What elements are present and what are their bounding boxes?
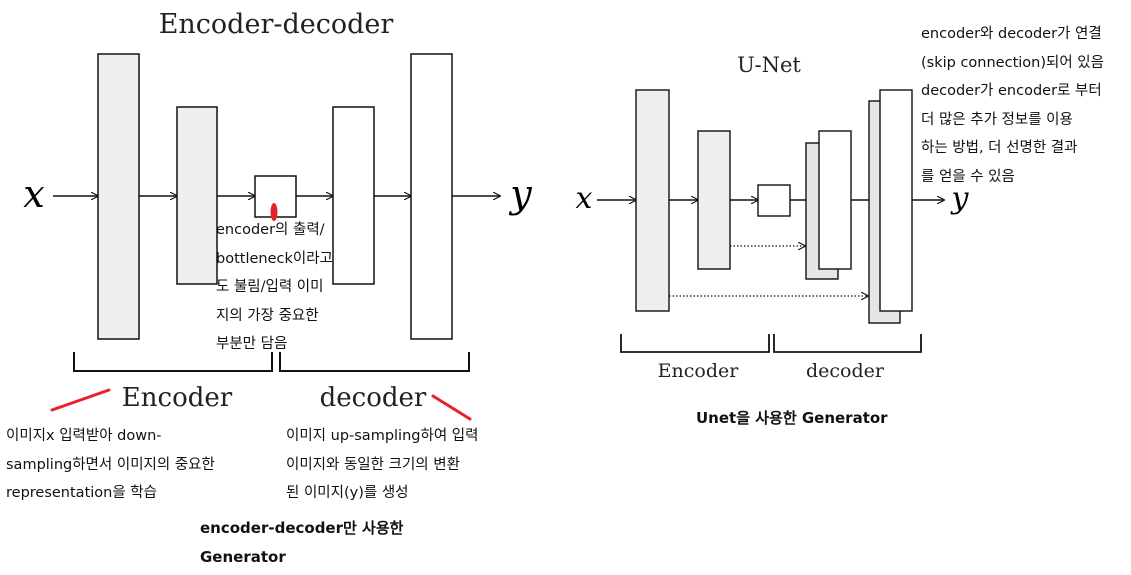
decoder-note-line: 이미지와 동일한 크기의 변환	[286, 456, 460, 473]
left-input-x-label: x	[23, 172, 44, 216]
right-bottleneck-block	[757, 184, 791, 217]
left-encoder-bracket	[73, 352, 273, 372]
left-output-y-label: y	[508, 172, 532, 216]
encoder-note-line: sampling하면서 이미지의 중요한	[6, 456, 215, 473]
encoder-decoder-caption-line: Generator	[200, 548, 286, 566]
bottleneck-note: encoder의 출력/ bottleneck이라고 도 불림/입력 이미 지의…	[216, 216, 333, 359]
right-decoder-block-2	[879, 89, 913, 312]
left-decoder-block-1	[332, 106, 375, 285]
left-encoder-label: Encoder	[122, 383, 233, 413]
unet-title: U-Net	[737, 53, 801, 77]
bottleneck-note-line: encoder의 출력/	[216, 222, 325, 238]
right-encoder-bracket	[620, 334, 770, 353]
right-encoder-block-1	[635, 89, 670, 312]
bottleneck-note-line: 부분만 담음	[216, 336, 288, 352]
decoder-red-mark	[431, 394, 472, 421]
decoder-note-line: 이미지 up-sampling하여 입력	[286, 428, 479, 444]
bottleneck-note-line: bottleneck이라고	[216, 250, 333, 267]
bottleneck-note-line: 도 불림/입력 이미	[216, 279, 324, 295]
left-decoder-block-2	[410, 53, 453, 340]
left-decoder-label: decoder	[320, 383, 427, 413]
left-encoder-block-2	[176, 106, 218, 285]
unet-caption: Unet을 사용한 Generator	[696, 404, 888, 433]
bottleneck-red-mark	[270, 203, 278, 221]
unet-note: encoder와 decoder가 연결 (skip connection)되어…	[921, 20, 1104, 191]
right-decoder-block-1	[818, 130, 852, 270]
right-input-x-label: x	[576, 181, 593, 216]
right-decoder-label: decoder	[806, 360, 885, 382]
unet-note-line: 더 많은 추가 정보를 이용	[921, 111, 1073, 128]
decoder-note: 이미지 up-sampling하여 입력 이미지와 동일한 크기의 변환 된 이…	[286, 422, 478, 508]
unet-caption-line: Unet을 사용한 Generator	[696, 409, 888, 427]
encoder-decoder-caption: encoder-decoder만 사용한 Generator	[200, 514, 403, 572]
encoder-note: 이미지x 입력받아 down- sampling하면서 이미지의 중요한 rep…	[6, 422, 215, 508]
right-encoder-label: Encoder	[658, 360, 740, 382]
encoder-note-line: representation을 학습	[6, 485, 157, 501]
unet-note-line: 를 얻을 수 있음	[921, 168, 1015, 185]
unet-note-line: 하는 방법, 더 선명한 결과	[921, 140, 1078, 156]
left-decoder-bracket	[279, 352, 470, 372]
decoder-note-line: 된 이미지(y)를 생성	[286, 485, 409, 501]
unet-note-line: decoder가 encoder로 부터	[921, 83, 1102, 99]
left-encoder-block-1	[97, 53, 140, 340]
encoder-note-line: 이미지x 입력받아 down-	[6, 428, 162, 444]
encoder-red-mark	[50, 388, 111, 412]
encoder-decoder-caption-line: encoder-decoder만 사용한	[200, 519, 404, 537]
encoder-decoder-title: Encoder-decoder	[159, 9, 394, 40]
encoder-decoder-diagram: Encoder-decoder x y Encoder decoder	[23, 9, 532, 421]
right-output-y-label: y	[950, 181, 970, 216]
bottleneck-note-line: 지의 가장 중요한	[216, 307, 319, 324]
unet-note-line: encoder와 decoder가 연결	[921, 26, 1102, 42]
unet-diagram: U-Net x y Encoder decoder	[576, 53, 970, 382]
unet-note-line: (skip connection)되어 있음	[921, 54, 1104, 71]
right-decoder-bracket	[773, 334, 922, 353]
right-encoder-block-2	[697, 130, 731, 270]
